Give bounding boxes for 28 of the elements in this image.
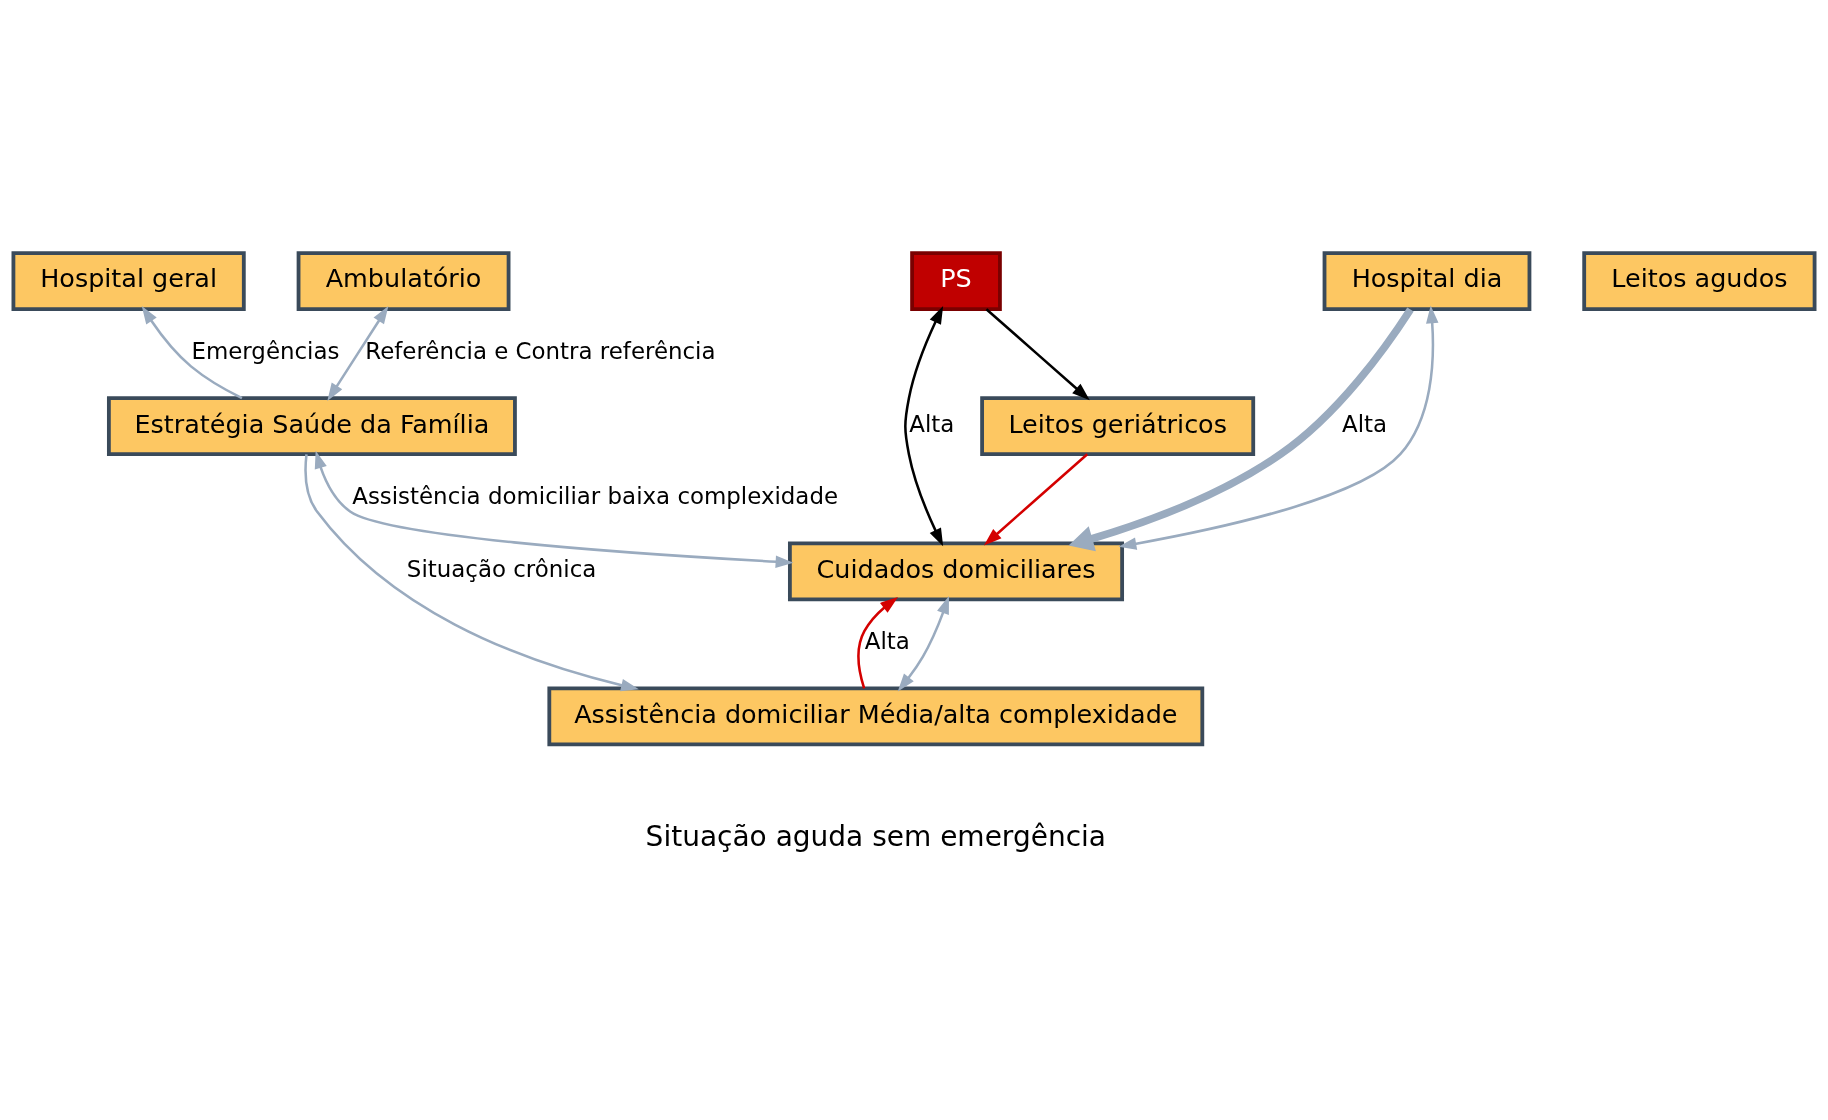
node-box: Ambulatório xyxy=(296,250,511,311)
arrow xyxy=(983,452,1089,545)
arrow xyxy=(904,305,944,546)
node-box: Leitos agudos xyxy=(1582,250,1817,311)
edge-label: Referência e Contra referência xyxy=(365,337,716,364)
arrow xyxy=(897,595,949,691)
edge-label: Alta xyxy=(909,410,955,437)
arrow xyxy=(857,596,899,689)
label: Situação aguda sem emergência xyxy=(645,819,1106,853)
node-box: Estratégia Saúde da Família xyxy=(106,395,517,456)
edge-label: Alta xyxy=(864,627,910,654)
edge-label: Emergências xyxy=(191,337,340,364)
arrow xyxy=(1118,305,1439,550)
arrow xyxy=(314,450,794,568)
node-box: Hospital geral xyxy=(11,250,246,311)
node-box: Hospital dia xyxy=(1322,250,1532,311)
edge-label: Situação crônica xyxy=(406,555,597,582)
edge-label: Alta xyxy=(1342,410,1388,437)
arrow xyxy=(985,307,1090,400)
arrow xyxy=(1068,306,1414,551)
arrow xyxy=(304,453,639,691)
arrow xyxy=(141,305,243,399)
arrow xyxy=(327,305,389,401)
node-box: Cuidados domiciliares xyxy=(788,540,1125,601)
node-box: Leitos geriátricos xyxy=(980,395,1256,456)
node-box: Assistência domiciliar Média/alta complexidade xyxy=(547,686,1205,746)
edge-label: Assistência domiciliar baixa complexidade xyxy=(352,482,839,509)
node-box: PS xyxy=(910,250,1002,311)
